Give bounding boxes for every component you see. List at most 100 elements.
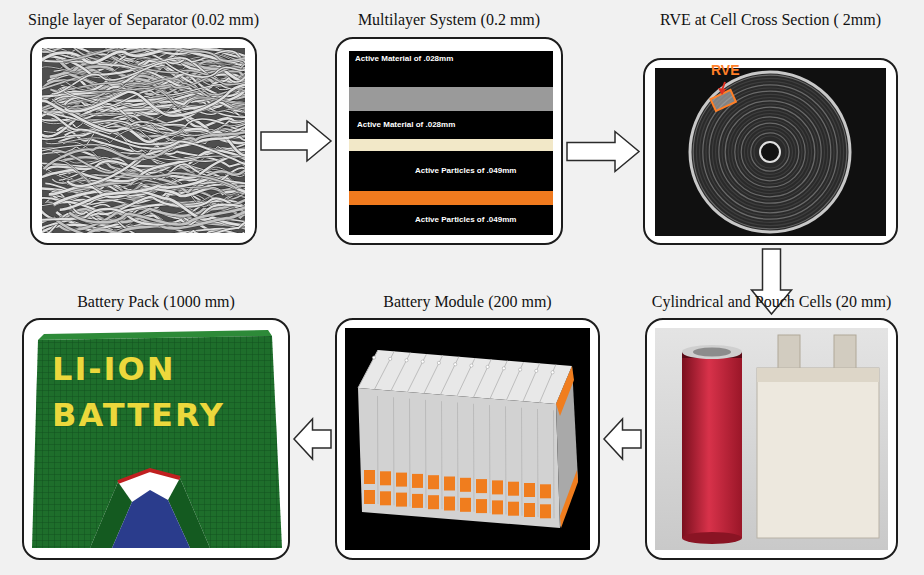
vent-dot — [405, 359, 408, 362]
cell-divider — [507, 362, 524, 400]
vent-dot — [502, 367, 505, 370]
cell-cap — [476, 499, 487, 513]
vent-dot — [470, 364, 473, 367]
panel-box: Single layer of Separator (0.02 mm) — [30, 37, 257, 245]
cell-divider — [408, 354, 427, 392]
winding-ring — [716, 98, 825, 207]
panel-heading: Battery Module (200 mm) — [383, 292, 551, 311]
vent-dot — [437, 361, 440, 364]
cell-divider — [474, 359, 492, 397]
layer-label: Active Material of .028mm — [355, 54, 453, 64]
cell-cap — [364, 470, 375, 484]
fiber — [65, 82, 245, 116]
pouch-tab — [778, 335, 800, 373]
cell-seam — [521, 408, 523, 516]
cell-cap — [428, 475, 439, 489]
cell-divider — [523, 363, 540, 401]
cell-cap — [412, 494, 423, 508]
cell-seam — [537, 409, 539, 517]
winding-ring — [735, 117, 805, 187]
panel-heading: Cylindrical and Pouch Cells (20 mm) — [652, 292, 892, 311]
cell-cap — [444, 477, 455, 491]
panel-ground — [335, 318, 600, 560]
cell-cap — [540, 504, 551, 518]
separator-fibers — [42, 48, 245, 233]
cell-seam — [457, 403, 459, 511]
vent-dot — [454, 363, 457, 366]
cell-seam — [409, 399, 411, 507]
winding-ring — [754, 136, 786, 168]
fiber-shadow — [60, 178, 245, 210]
vent-dot — [421, 360, 424, 363]
panel-heading: Multilayer System (0.2 mm) — [358, 10, 540, 29]
winding-ring — [712, 94, 827, 209]
cell-divider — [375, 351, 395, 389]
winding-ring — [693, 75, 847, 229]
cell-cap — [460, 478, 471, 492]
cell-divider — [441, 357, 459, 395]
cell-divider — [391, 353, 410, 391]
cell-seam — [377, 396, 379, 504]
cell-seam — [425, 400, 427, 508]
fiber-shadow — [65, 82, 245, 116]
winding-ring — [744, 126, 795, 177]
cell-cap — [428, 495, 439, 509]
vent-dot — [535, 369, 538, 372]
panel-box: Battery Module (200 mm) — [335, 318, 600, 560]
panel-ground — [22, 318, 290, 560]
fiber-shadow — [65, 82, 245, 116]
cylindrical-cell — [682, 352, 742, 538]
panel-heading: RVE at Cell Cross Section ( 2mm) — [660, 10, 881, 29]
panel-box: Cylindrical and Pouch Cells (20 mm) — [645, 318, 898, 560]
cell-cap — [508, 502, 519, 516]
winding-ring — [748, 130, 793, 175]
vent-dot — [389, 357, 392, 360]
cell-terminal — [693, 348, 731, 357]
pouch-tab — [834, 335, 856, 373]
collector-layer — [349, 191, 553, 205]
winding-ring — [738, 120, 802, 184]
cell-cap — [396, 493, 407, 507]
cell-cap — [524, 503, 535, 517]
pouch-cell — [757, 368, 879, 538]
fiber — [60, 178, 245, 210]
cell-cap — [380, 471, 391, 485]
pack-lettering: LI-ION — [52, 350, 175, 388]
cells-background — [655, 328, 888, 550]
cell-seam — [489, 405, 491, 513]
ct-background — [655, 68, 886, 236]
leader-head — [718, 88, 726, 95]
cell-bottom — [682, 532, 742, 544]
pack-face — [32, 336, 282, 548]
fiber-shadow — [63, 48, 245, 61]
module-background — [345, 328, 590, 550]
layer-label: Active Particles of .049mm — [415, 215, 516, 225]
winding-ring — [696, 78, 843, 225]
cell-seam — [441, 401, 443, 509]
crease — [118, 470, 180, 482]
pack-mesh — [32, 336, 282, 548]
cell-seam — [393, 397, 395, 505]
mandrel-hole — [760, 142, 780, 162]
module-side — [556, 366, 578, 528]
fiber-shadow — [47, 114, 246, 170]
cell-cap — [682, 345, 742, 359]
panel-box: RVE at Cell Cross Section ( 2mm) — [643, 58, 898, 245]
pack-lettering: BATTERY — [52, 396, 225, 434]
block-arrow — [261, 121, 331, 161]
multilayer-backdrop — [349, 51, 553, 235]
block-arrow — [604, 419, 641, 459]
cell-divider — [540, 365, 556, 403]
fiber — [69, 188, 245, 225]
fiber — [63, 48, 245, 61]
winding-ring — [700, 82, 841, 223]
vent-dot — [372, 356, 375, 359]
callout-label: RVE — [711, 62, 740, 79]
cell-cap — [524, 483, 535, 497]
cell-cap — [476, 479, 487, 493]
cell-divider — [358, 350, 378, 388]
cell-cap — [508, 482, 519, 496]
pouch-seal — [757, 368, 879, 382]
layer-label: Active Material of .028mm — [357, 120, 455, 130]
